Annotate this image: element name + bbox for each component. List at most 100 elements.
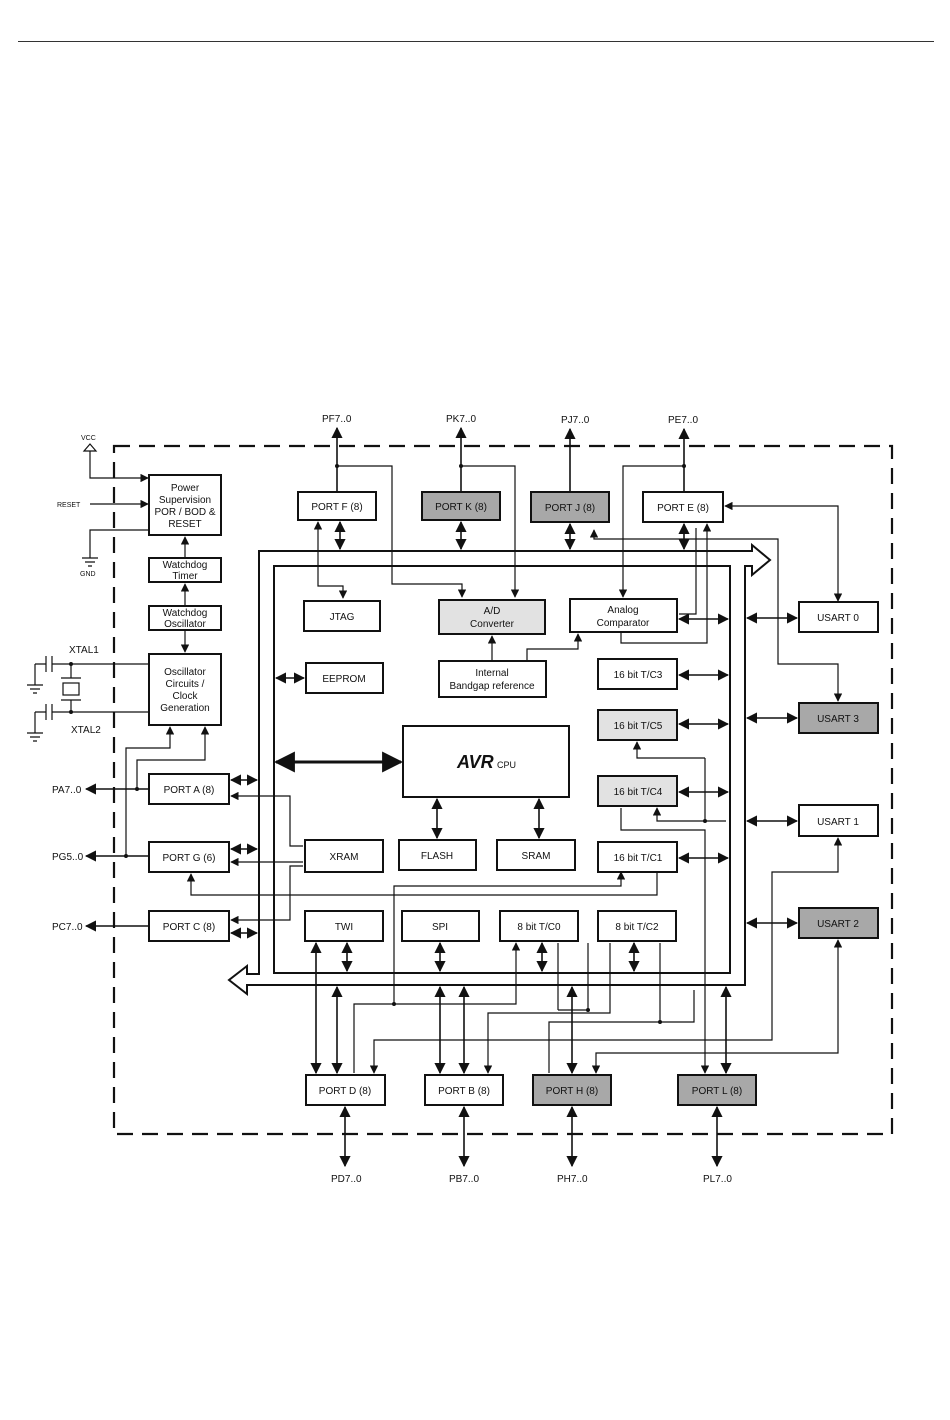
pb-pin-label: PB7..0 [449,1174,479,1185]
svg-text:Supervision: Supervision [159,495,211,506]
svg-text:CPU: CPU [497,760,516,770]
svg-text:EEPROM: EEPROM [322,674,365,685]
svg-text:PORT C (8): PORT C (8) [163,922,215,933]
svg-text:Clock: Clock [172,691,198,702]
tc2-block: 8 bit T/C2 [597,910,677,942]
avr-logo: AVR [456,752,494,772]
pk-pin-label: PK7..0 [446,414,476,425]
svg-text:PORT A (8): PORT A (8) [164,785,215,796]
svg-text:PORT D (8): PORT D (8) [319,1086,371,1097]
svg-text:16 bit T/C4: 16 bit T/C4 [614,787,663,798]
svg-text:Power: Power [171,483,200,494]
port-k-block: PORT K (8) [421,491,501,521]
port-e-block: PORT E (8) [642,491,724,523]
pc-pin-label: PC7..0 [52,922,83,933]
vcc-pin-label: VCC [81,435,96,442]
watchdog-timer-block: Watchdog Timer [148,557,222,583]
watchdog-oscillator-block: Watchdog Oscillator [148,605,222,631]
power-supervision-block: Power Supervision POR / BOD & RESET [148,474,222,536]
svg-text:8 bit T/C2: 8 bit T/C2 [615,922,659,933]
gnd-symbol [82,557,98,567]
ad-converter-block: A/D Converter [438,599,546,635]
svg-text:USART 2: USART 2 [817,919,859,930]
usart1-block: USART 1 [798,804,879,837]
port-l-block: PORT L (8) [677,1074,757,1106]
svg-text:Generation: Generation [160,703,209,714]
svg-text:FLASH: FLASH [421,851,453,862]
usart3-block: USART 3 [798,702,879,734]
pa-pin-label: PA7..0 [52,785,82,796]
svg-text:Watchdog: Watchdog [163,608,208,619]
pl-pin-label: PL7..0 [703,1174,732,1185]
pj-pin-label: PJ7..0 [561,415,590,426]
eeprom-block: EEPROM [305,662,384,694]
tc4-block: 16 bit T/C4 [597,775,678,807]
page-top-rule [18,41,934,42]
avr-cpu-block: AVR CPU [402,725,570,798]
svg-text:PORT K (8): PORT K (8) [435,502,487,513]
pd-pin-label: PD7..0 [331,1174,362,1185]
reset-pin-label: RESET [57,502,81,509]
svg-text:PORT L (8): PORT L (8) [692,1086,742,1097]
pg-pin-label: PG5..0 [52,852,84,863]
port-j-block: PORT J (8) [530,491,610,523]
port-f-block: PORT F (8) [297,491,377,521]
svg-text:PORT F (8): PORT F (8) [311,502,362,513]
svg-text:TWI: TWI [335,922,353,933]
oscillator-clock-block: Oscillator Circuits / Clock Generation [148,653,222,726]
twi-block: TWI [304,910,384,942]
svg-text:Circuits /: Circuits / [166,679,205,690]
tc3-block: 16 bit T/C3 [597,658,678,690]
svg-text:XRAM: XRAM [330,852,359,863]
port-g-block: PORT G (6) [148,841,230,873]
svg-text:Comparator: Comparator [597,618,650,629]
svg-text:JTAG: JTAG [330,612,355,623]
vcc-symbol [82,443,98,452]
svg-text:Timer: Timer [172,571,198,582]
crystal-circuit [27,656,148,742]
jtag-block: JTAG [303,600,381,632]
svg-text:Watchdog: Watchdog [163,560,208,571]
svg-text:Oscillator: Oscillator [164,619,206,630]
pf-pin-label: PF7..0 [322,414,352,425]
chip-boundary [112,444,894,1136]
analog-comparator-block: Analog Comparator [569,598,678,633]
svg-text:USART 0: USART 0 [817,613,859,624]
svg-text:16 bit T/C3: 16 bit T/C3 [614,670,663,681]
tc5-block: 16 bit T/C5 [597,709,678,741]
spi-block: SPI [401,910,480,942]
sram-block: SRAM [496,839,576,871]
xtal1-pin-label: XTAL1 [69,645,99,656]
xtal2-pin-label: XTAL2 [71,725,101,736]
svg-text:Converter: Converter [470,619,515,630]
tc0-block: 8 bit T/C0 [499,910,579,942]
svg-text:USART 1: USART 1 [817,817,859,828]
svg-text:16 bit T/C5: 16 bit T/C5 [614,721,663,732]
svg-text:16 bit T/C1: 16 bit T/C1 [614,853,663,864]
xram-block: XRAM [304,839,384,873]
svg-text:Bandgap reference: Bandgap reference [449,681,535,692]
svg-text:PORT J (8): PORT J (8) [545,503,595,514]
tc1-block: 16 bit T/C1 [597,841,678,873]
svg-text:Oscillator: Oscillator [164,667,206,678]
svg-text:USART 3: USART 3 [817,714,859,725]
svg-text:Analog: Analog [607,605,638,616]
port-h-block: PORT H (8) [532,1074,612,1106]
bandgap-reference-block: Internal Bandgap reference [438,660,547,698]
gnd-pin-label: GND [80,571,96,578]
usart2-block: USART 2 [798,907,879,939]
svg-text:A/D: A/D [484,606,501,617]
usart0-block: USART 0 [798,601,879,633]
port-a-block: PORT A (8) [148,773,230,805]
svg-text:POR / BOD &: POR / BOD & [154,507,215,518]
port-d-block: PORT D (8) [305,1074,386,1106]
svg-text:8 bit T/C0: 8 bit T/C0 [517,922,561,933]
svg-text:PORT B (8): PORT B (8) [438,1086,490,1097]
svg-text:PORT H (8): PORT H (8) [546,1086,598,1097]
port-b-block: PORT B (8) [424,1074,504,1106]
svg-text:SRAM: SRAM [522,851,551,862]
svg-text:Internal: Internal [475,668,508,679]
svg-text:SPI: SPI [432,922,448,933]
svg-text:RESET: RESET [168,519,201,530]
